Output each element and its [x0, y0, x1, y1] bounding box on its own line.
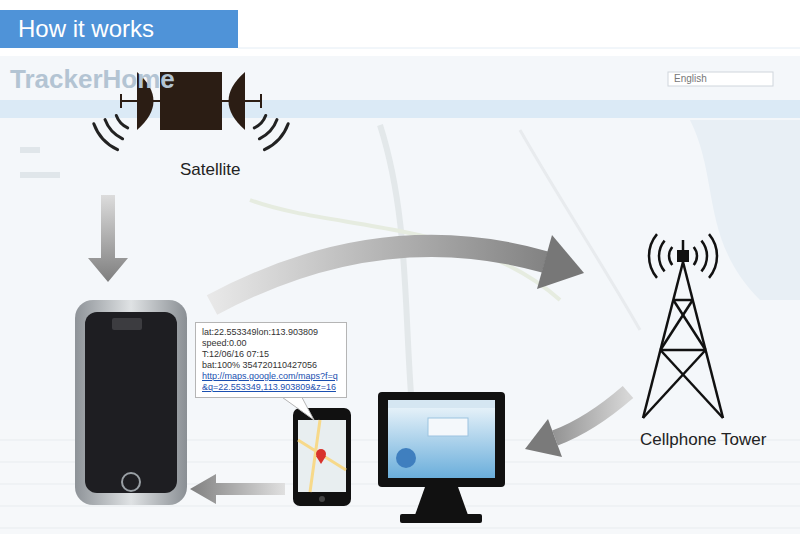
arrow-head [525, 419, 562, 457]
curved-arrow [555, 392, 628, 438]
message-line: http://maps.google.com/maps?f=q&q=22.553… [202, 371, 340, 393]
header-rule [238, 48, 800, 49]
message-line: lat:22.553349lon:113.903809 [202, 327, 340, 338]
signal-waves [94, 116, 288, 150]
icon-label: Satellite [180, 160, 240, 180]
sms-bubble: lat:22.553349lon:113.903809speed:0.00T:1… [195, 322, 347, 398]
left-arrow [190, 474, 285, 504]
down-arrow [88, 195, 128, 282]
message-line: speed:0.00 [202, 338, 340, 349]
watermark: TrackerHome [10, 64, 175, 94]
computer-monitor [378, 392, 505, 523]
gps-tracker [75, 300, 187, 505]
header-title: How it works [18, 14, 154, 44]
background-screenshot [0, 56, 800, 534]
icon-label: Cellphone Tower [640, 430, 766, 450]
mobile-phone [293, 408, 351, 506]
message-line: T:12/06/16 07:15 [202, 349, 340, 360]
message-line: bat:100% 354720110427056 [202, 360, 340, 371]
curved-arrow [212, 246, 545, 305]
header-tab [0, 10, 238, 48]
language-select: English [674, 73, 707, 85]
arrow-head [537, 235, 584, 289]
cell-tower [643, 234, 723, 418]
